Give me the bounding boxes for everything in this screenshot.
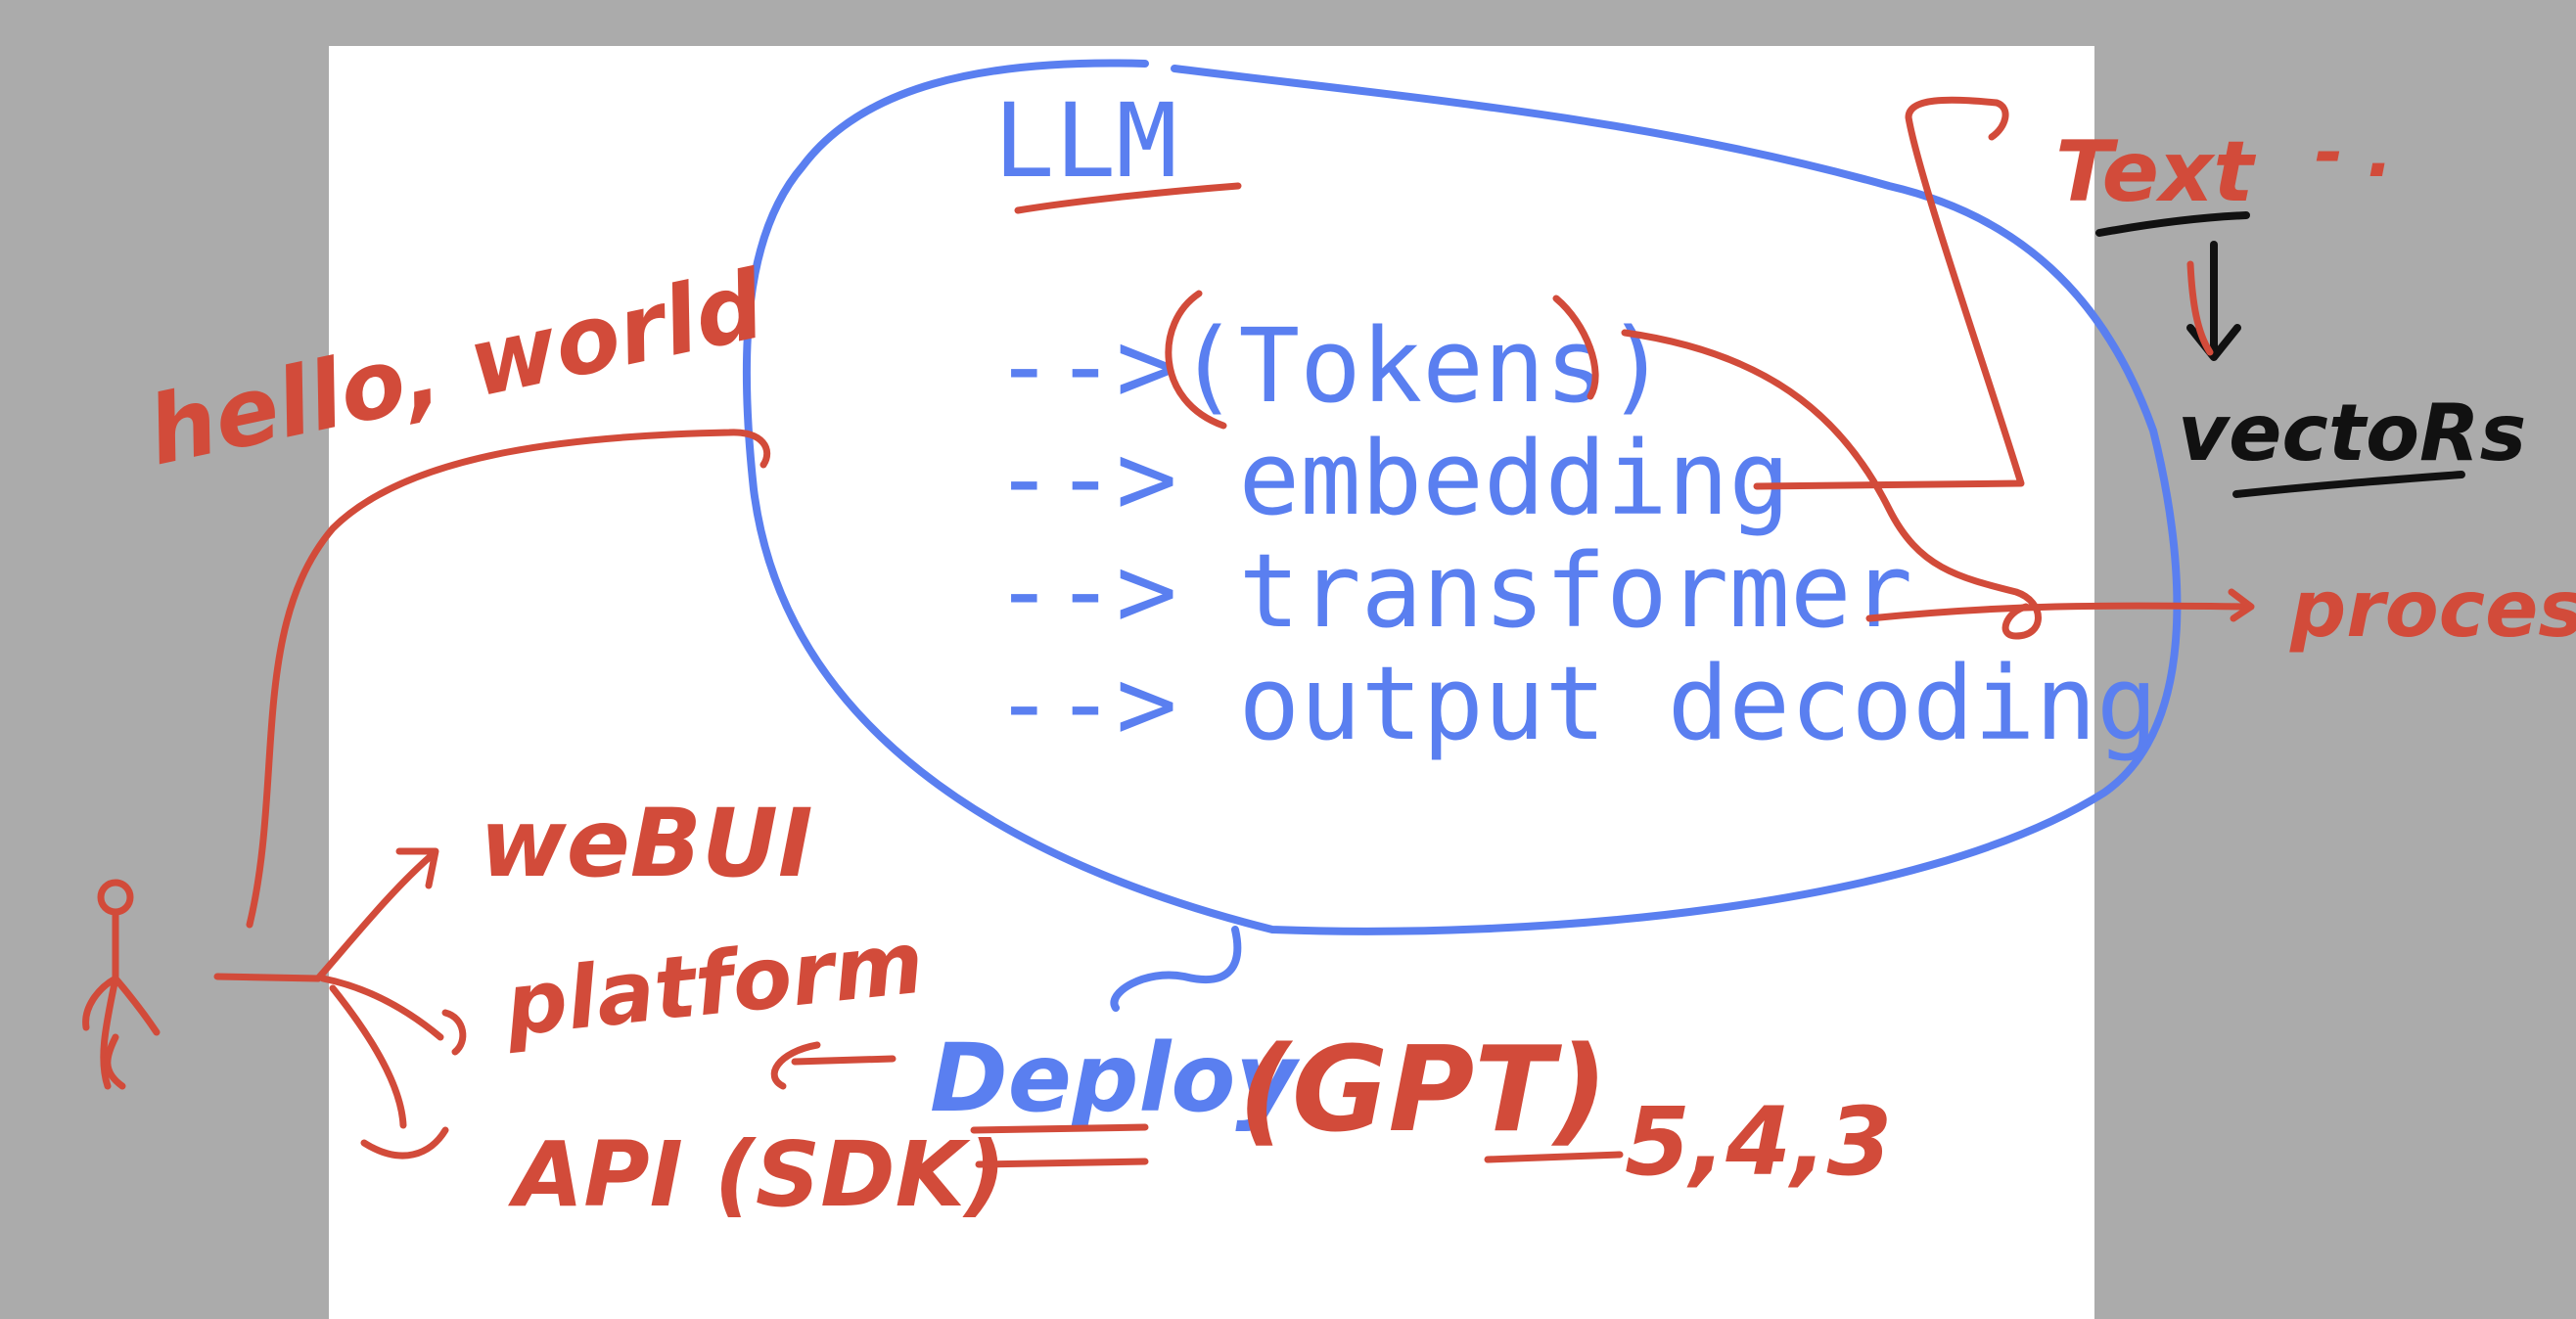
branch-to-webui	[314, 852, 435, 982]
whiteboard-canvas[interactable]	[329, 46, 2094, 1319]
branch-to-webui-head	[395, 847, 439, 889]
user-to-llm-curve	[246, 429, 771, 929]
tokens-right-paren	[1552, 295, 1599, 400]
tokens-left-paren	[1165, 290, 1227, 430]
llm-title: LLM	[993, 81, 1177, 201]
deploy-to-channels-arrow	[791, 1055, 897, 1066]
step-tokens: -->(Tokens)	[993, 306, 1668, 426]
vectors-underline	[2232, 471, 2465, 498]
gpt-versions: 5,4,3	[1625, 1087, 1892, 1197]
llm-boundary-tail	[1110, 926, 1242, 1012]
api-sdk-label: API (SDK)	[508, 1122, 1006, 1227]
text-trailing-dash: - .	[2315, 113, 2393, 193]
tokens-to-transformer-curve	[1621, 329, 2042, 640]
webui-label: weBUI	[480, 789, 813, 898]
step-embedding: --> embedding	[993, 419, 1790, 538]
user-arms	[82, 975, 161, 1036]
user-branch-trunk	[213, 973, 322, 982]
deploy-underline-1	[970, 1123, 1149, 1134]
text-to-vectors-red-stroke	[2186, 260, 2214, 356]
user-leg	[104, 1033, 126, 1090]
text-to-vectors-arrowhead	[2186, 324, 2241, 361]
branch-to-api	[329, 984, 407, 1129]
llm-underline	[1014, 182, 1242, 214]
deploy-label: Deploy	[930, 1023, 1300, 1133]
embedding-to-text-arrow	[1753, 96, 2025, 490]
hello-world-label: hello, world	[138, 250, 773, 487]
user-head	[97, 879, 134, 916]
step-output-decoding: --> output decoding	[993, 644, 2158, 763]
platform-label: platform	[499, 912, 928, 1056]
step-transformer: --> transformer	[993, 531, 1912, 651]
text-label: Text	[2055, 123, 2256, 221]
vectors-label: vectoRs	[2178, 387, 2526, 478]
branch-to-platform-head	[441, 1009, 467, 1056]
deploy-underline-2	[975, 1158, 1149, 1168]
process-arrowhead	[2228, 588, 2255, 622]
gpt-label: (GPT)	[1238, 1023, 1608, 1159]
process-label: process	[2289, 564, 2576, 655]
deploy-to-channels-arrowhead	[770, 1041, 821, 1090]
gpt-connector	[1484, 1151, 1624, 1163]
branch-to-api-head	[360, 1126, 449, 1160]
text-underline	[2095, 211, 2250, 237]
transformer-to-process-arrow	[1865, 602, 2250, 622]
llm-boundary-loop	[742, 59, 2182, 935]
branch-to-platform	[319, 975, 444, 1041]
